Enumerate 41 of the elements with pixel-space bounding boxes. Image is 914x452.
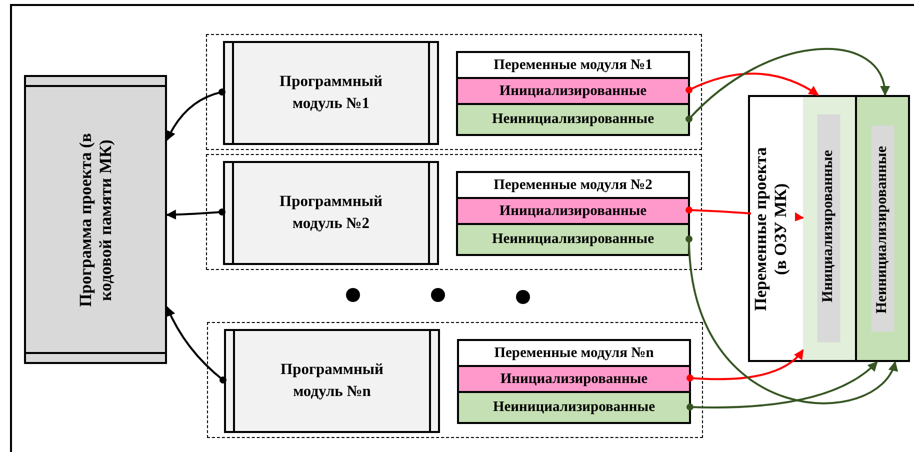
initialized-column xyxy=(803,95,857,362)
dashed-group-box xyxy=(206,34,702,150)
node-label: Переменные модуля №1 xyxy=(494,56,652,74)
connector-arrow xyxy=(686,236,896,404)
node-label: Неинициализированные xyxy=(492,231,654,248)
connector-arrow xyxy=(686,72,819,96)
header-row xyxy=(457,339,691,366)
node-label: Инициализированные xyxy=(499,82,647,100)
node-label: Инициализированные xyxy=(500,370,648,388)
node-label: Программный модуль №1 xyxy=(278,72,384,114)
dashed-group-box xyxy=(207,322,703,438)
node-label: Неинициализированные xyxy=(492,111,654,128)
initialized-row xyxy=(456,78,690,104)
uninitialized-column xyxy=(857,95,910,362)
node-label: Переменные модуля №2 xyxy=(494,176,652,194)
module-box xyxy=(223,41,439,145)
initialized-row xyxy=(456,198,690,224)
uninitialized-row xyxy=(456,104,690,136)
header-row xyxy=(456,51,690,78)
node-label: Неинициализированные xyxy=(870,126,894,332)
node-label: Инициализированные xyxy=(817,114,841,343)
dashed-group-box xyxy=(206,154,702,270)
node-label: Программный модуль №n xyxy=(280,360,384,402)
node-label: Неинициализированные xyxy=(492,399,656,416)
connector-arrow xyxy=(686,48,889,122)
node-label: Инициализированные xyxy=(499,202,647,220)
memory-block xyxy=(24,75,167,364)
header-row xyxy=(456,171,690,198)
node-label: Переменные модуля №n xyxy=(494,344,654,362)
uninitialized-row xyxy=(457,392,691,424)
connector-arrow xyxy=(166,208,226,220)
module-box xyxy=(223,161,439,265)
node-label: Программный модуль №2 xyxy=(278,192,384,234)
connector-arrow xyxy=(686,349,804,382)
connector-arrow xyxy=(166,88,226,141)
uninitialized-row xyxy=(456,224,690,256)
module-box xyxy=(224,329,440,433)
initialized-row xyxy=(457,366,691,392)
ram-block xyxy=(748,95,910,362)
connector-arrow xyxy=(686,361,878,410)
connector-arrow xyxy=(166,306,226,384)
